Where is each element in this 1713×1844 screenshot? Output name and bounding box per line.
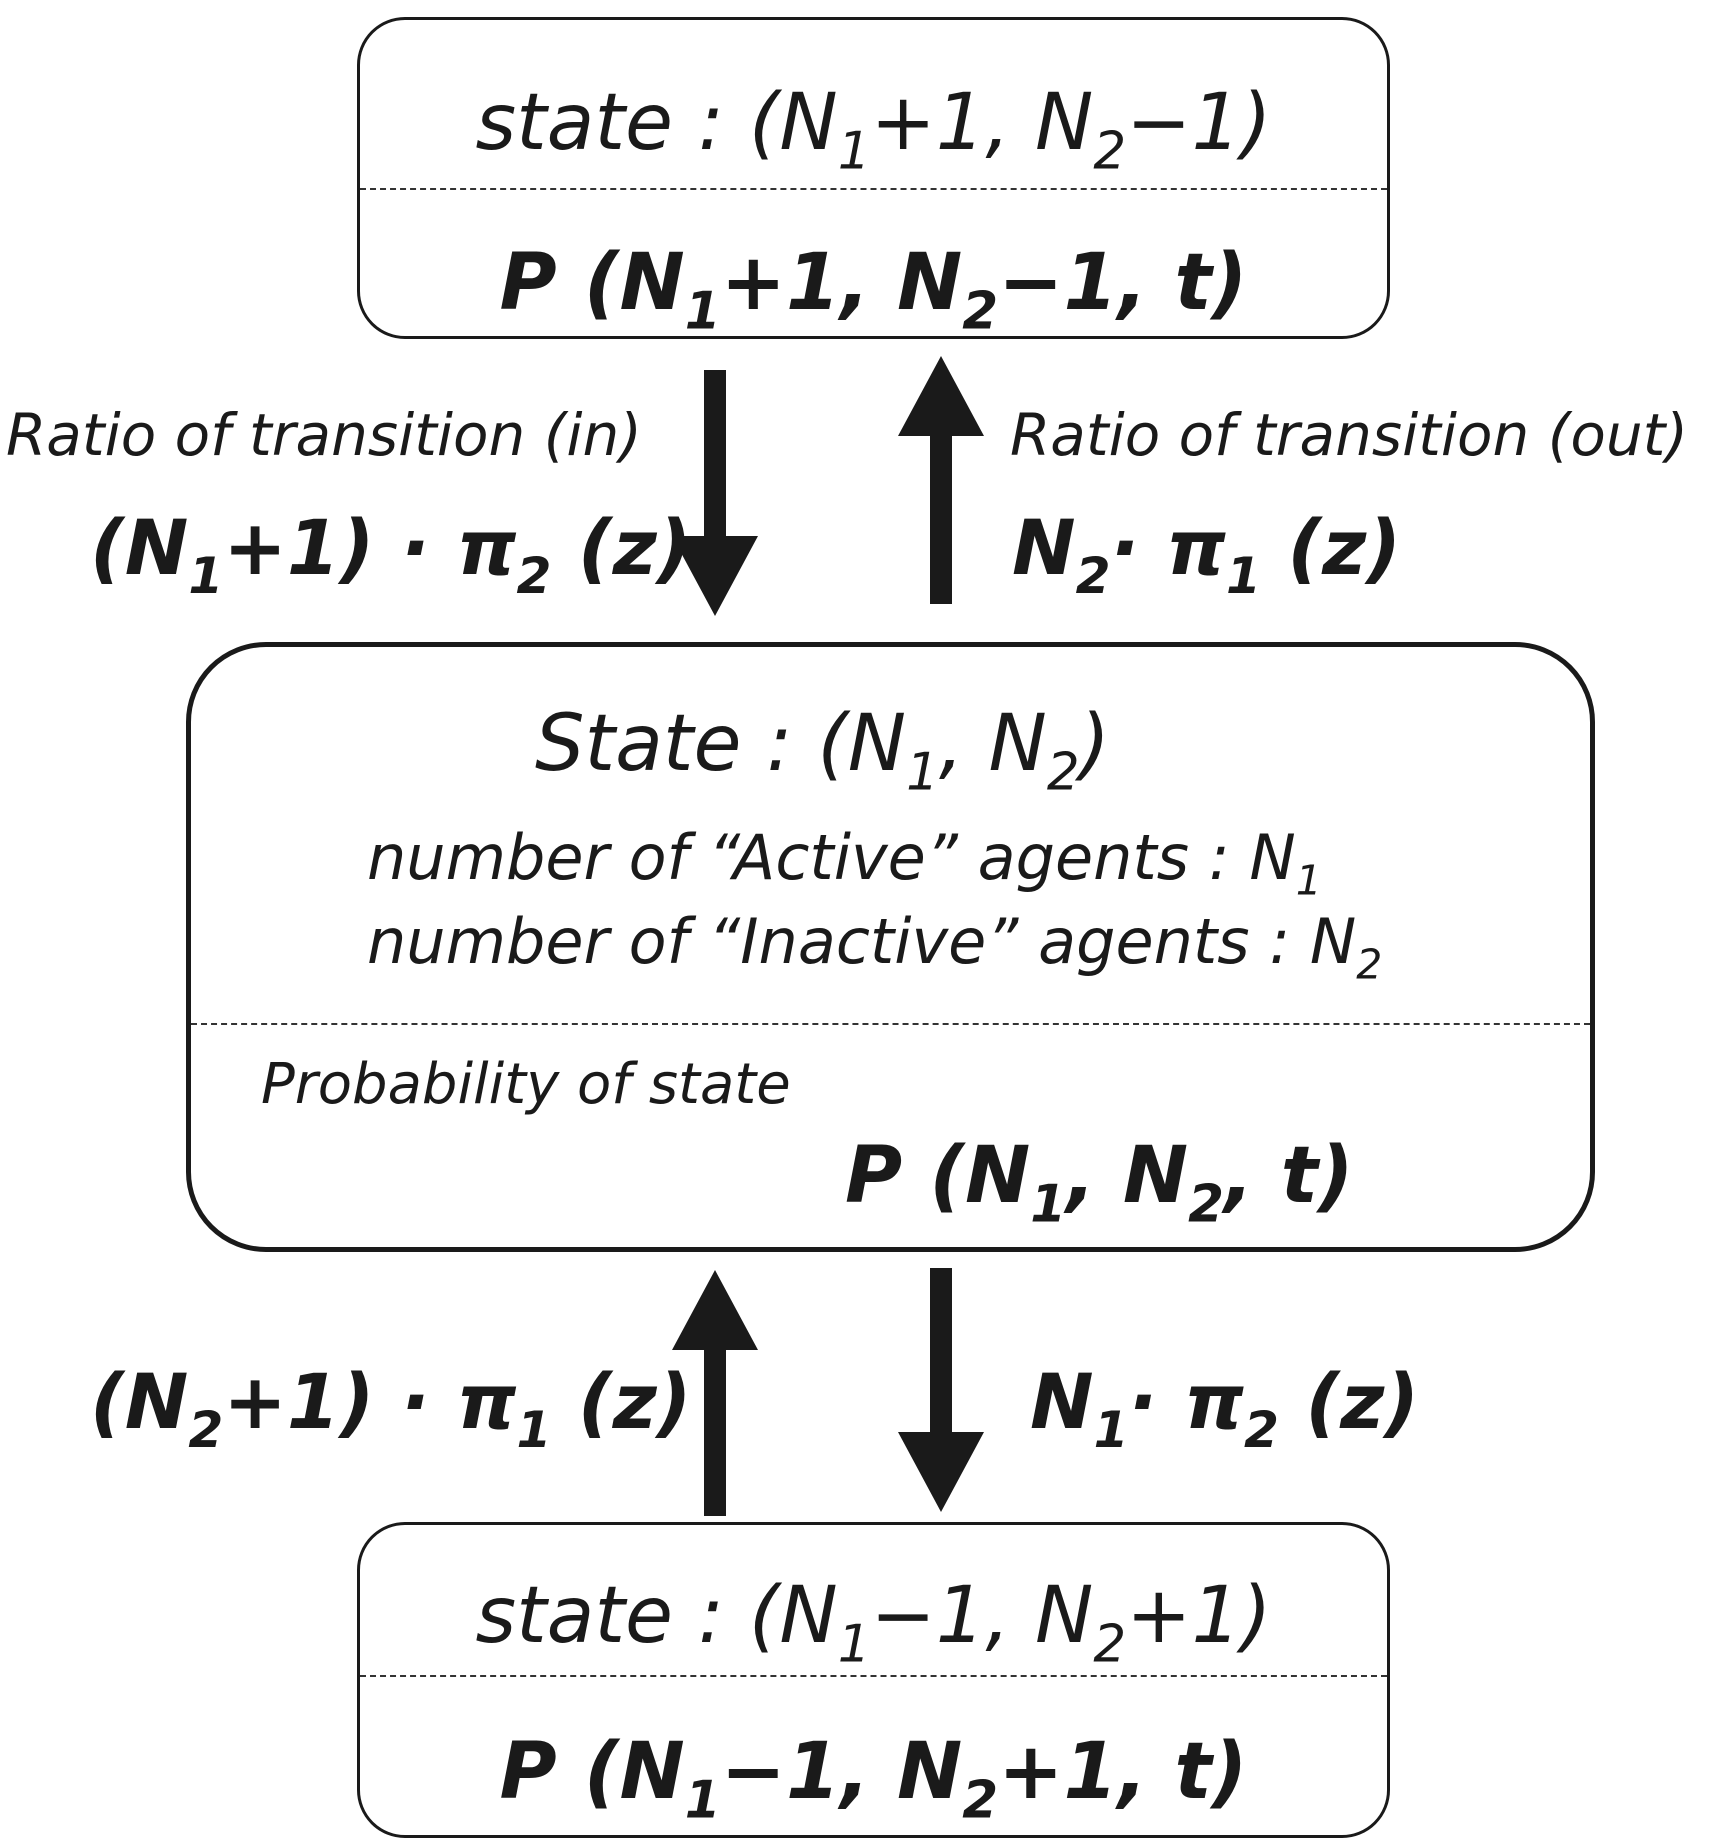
formula-part: +1) · π xyxy=(223,1357,517,1446)
center-state-line: State : (N1, N2) xyxy=(535,705,1110,798)
top-prob-line: P (N1+1, N2−1, t) xyxy=(360,244,1387,337)
arrow-up-out-of-center xyxy=(898,356,984,604)
formula-part: (z) xyxy=(1305,1357,1420,1446)
formula-part: · π xyxy=(1110,503,1226,592)
formula-sub: 2 xyxy=(1243,1400,1279,1460)
formula-part: (z) xyxy=(1287,503,1402,592)
bottom-prob-line: P (N1−1, N2+1, t) xyxy=(360,1733,1387,1826)
top-state-sub: 2 xyxy=(1093,121,1127,182)
formula-part: · π xyxy=(1128,1357,1244,1446)
transition-out-label: Ratio of transition (out) xyxy=(1010,406,1688,464)
formula-part: N xyxy=(1030,1357,1094,1446)
arrow-up-into-center xyxy=(672,1270,758,1516)
top-state-part: (N xyxy=(748,78,838,168)
formula-part: (N xyxy=(90,503,189,592)
bottom-state-label: state : xyxy=(475,1571,725,1661)
bottom-state-part: (N xyxy=(748,1571,838,1661)
transition-down-formula: N1· π2 (z) xyxy=(1030,1364,1419,1455)
top-state-label: state : xyxy=(475,78,725,168)
formula-sub: 2 xyxy=(1075,546,1111,606)
top-prob-part: +1, N xyxy=(720,238,963,328)
formula-part: (N xyxy=(90,1357,189,1446)
transition-out-formula: N2· π1 (z) xyxy=(1012,510,1401,601)
formula-part: (z) xyxy=(577,503,692,592)
arrow-head xyxy=(672,1270,758,1350)
center-state-part: (N xyxy=(817,699,907,789)
formula-part: (z) xyxy=(577,1357,692,1446)
transition-in-label: Ratio of transition (in) xyxy=(6,406,642,464)
top-state-box: state : (N1+1, N2−1) P (N1+1, N2−1, t) xyxy=(357,17,1390,339)
arrow-head xyxy=(898,1432,984,1512)
arrow-head xyxy=(898,356,984,436)
bottom-prob-part: +1, t) xyxy=(998,1727,1248,1817)
bottom-prob-part: P (N xyxy=(499,1727,685,1817)
transition-out-label-text: Ratio of transition (out) xyxy=(1010,401,1688,469)
inactive-agents-line: number of “Inactive” agents : N2 xyxy=(367,911,1382,986)
center-state-box: State : (N1, N2) number of “Active” agen… xyxy=(186,642,1595,1252)
inactive-agents-text: number of “Inactive” agents : xyxy=(367,905,1291,978)
arrow-shaft xyxy=(704,1348,726,1516)
bottom-prob-part: −1, N xyxy=(720,1727,963,1817)
formula-sub: 1 xyxy=(1225,546,1261,606)
formula-sub: 1 xyxy=(1093,1400,1129,1460)
center-state-label: State : xyxy=(535,699,793,789)
arrow-down-into-center xyxy=(672,370,758,616)
probability-label: Probability of state xyxy=(261,1057,791,1113)
center-prob-sub: 2 xyxy=(1188,1174,1224,1235)
transition-in-formula: (N1+1) · π2 (z) xyxy=(90,510,692,601)
bottom-state-line: state : (N1−1, N2+1) xyxy=(360,1577,1387,1670)
top-prob-sub: 1 xyxy=(684,281,721,342)
formula-part: N xyxy=(1012,503,1076,592)
top-prob-part: P (N xyxy=(499,238,685,328)
center-state-part: , N xyxy=(938,699,1047,789)
bottom-prob-sub: 1 xyxy=(684,1770,721,1831)
top-prob-part: −1, t) xyxy=(998,238,1248,328)
top-box-divider xyxy=(360,188,1387,190)
active-agents-text: number of “Active” agents : xyxy=(367,821,1230,894)
arrow-head xyxy=(672,536,758,616)
bottom-state-box: state : (N1−1, N2+1) P (N1−1, N2+1, t) xyxy=(357,1522,1390,1838)
formula-sub: 2 xyxy=(188,1400,224,1460)
formula-sub: 1 xyxy=(188,546,224,606)
inactive-agents-sub: 2 xyxy=(1356,940,1383,989)
arrow-shaft xyxy=(930,1268,952,1434)
top-prob-sub: 2 xyxy=(962,281,999,342)
center-prob-part: , t) xyxy=(1223,1131,1354,1221)
inactive-agents-var: N xyxy=(1309,905,1357,978)
center-prob-sub: 1 xyxy=(1030,1174,1067,1235)
center-state-part: ) xyxy=(1079,699,1110,789)
arrow-shaft xyxy=(930,434,952,604)
top-state-part: −1) xyxy=(1126,78,1272,168)
top-state-sub: 1 xyxy=(837,121,871,182)
bottom-state-part: −1, N xyxy=(870,1571,1094,1661)
transition-up-formula: (N2+1) · π1 (z) xyxy=(90,1364,692,1455)
active-agents-var: N xyxy=(1249,821,1296,894)
formula-part: +1) · π xyxy=(223,503,517,592)
top-state-part: +1, N xyxy=(870,78,1094,168)
bottom-prob-sub: 2 xyxy=(962,1770,999,1831)
center-prob-line: P (N1, N2, t) xyxy=(845,1137,1354,1230)
formula-sub: 2 xyxy=(516,546,552,606)
center-state-sub: 2 xyxy=(1046,742,1080,803)
bottom-state-part: +1) xyxy=(1126,1571,1272,1661)
active-agents-sub: 1 xyxy=(1295,856,1322,905)
probability-label-text: Probability of state xyxy=(261,1052,791,1117)
active-agents-line: number of “Active” agents : N1 xyxy=(367,827,1322,902)
center-box-divider xyxy=(191,1023,1590,1025)
arrow-down-out-of-center xyxy=(898,1268,984,1512)
bottom-state-sub: 2 xyxy=(1093,1614,1127,1675)
bottom-box-divider xyxy=(360,1675,1387,1677)
formula-sub: 1 xyxy=(516,1400,552,1460)
center-prob-part: P (N xyxy=(845,1131,1031,1221)
center-state-sub: 1 xyxy=(906,742,939,803)
arrow-shaft xyxy=(704,370,726,538)
top-state-line: state : (N1+1, N2−1) xyxy=(360,84,1387,177)
transition-in-label-text: Ratio of transition (in) xyxy=(6,401,642,469)
center-prob-part: , N xyxy=(1066,1131,1189,1221)
bottom-state-sub: 1 xyxy=(837,1614,871,1675)
